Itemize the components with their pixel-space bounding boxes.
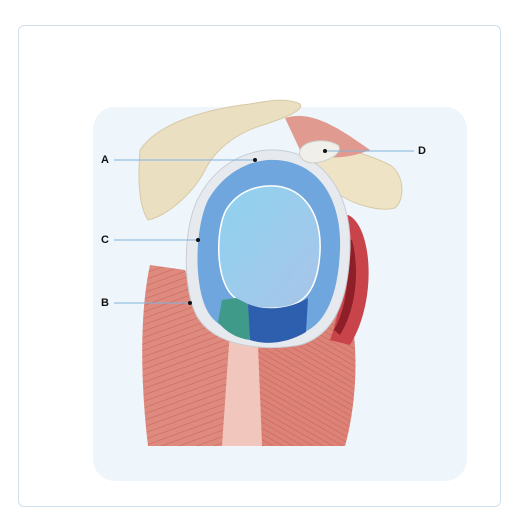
acromion-bone	[138, 99, 302, 221]
marker-dot-c	[196, 238, 200, 242]
glenoid-face	[218, 185, 321, 309]
left-muscle	[142, 265, 240, 446]
marker-dot-a	[253, 158, 257, 162]
center-tendon	[222, 330, 262, 446]
dark-blue-region	[248, 298, 308, 343]
label-d: D	[418, 145, 426, 157]
right-muscle	[258, 300, 356, 446]
dark-muscle-band	[334, 240, 356, 335]
marker-dot-b	[188, 301, 192, 305]
teal-region	[218, 298, 250, 340]
coracoid-tip	[299, 140, 340, 164]
label-c: C	[101, 234, 109, 246]
label-b: B	[101, 297, 109, 309]
marker-dot-d	[323, 149, 327, 153]
label-a: A	[101, 154, 109, 166]
